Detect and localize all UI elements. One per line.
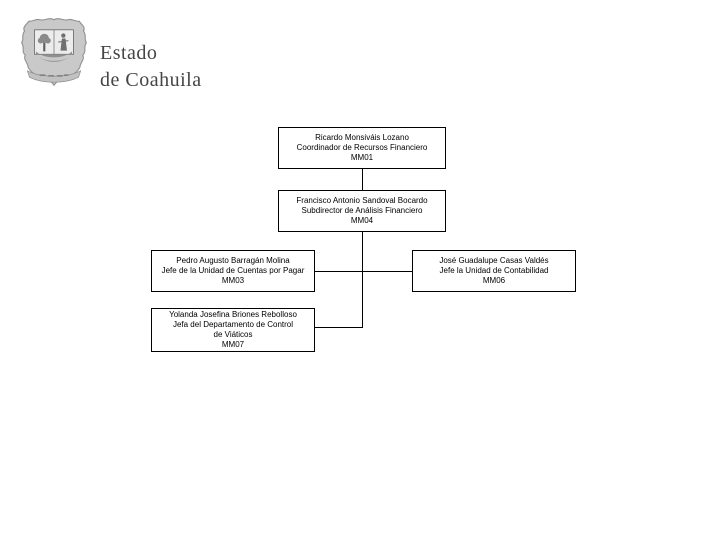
org-node-code: MM01: [350, 153, 374, 162]
org-node-mm04: Francisco Antonio Sandoval Bocardo Subdi…: [278, 190, 446, 232]
header: Estado de Coahuila: [14, 8, 274, 98]
org-node-title: Jefe de la Unidad de Cuentas por Pagar: [161, 266, 305, 275]
org-node-title: Jefa del Departamento de Control: [172, 320, 294, 329]
org-node-title: Coordinador de Recursos Financiero: [296, 143, 428, 152]
org-node-title: Subdirector de Análisis Financiero: [301, 206, 423, 215]
org-node-code: MM03: [221, 276, 245, 285]
state-title: Estado de Coahuila: [100, 40, 202, 94]
org-node-code: MM07: [221, 340, 245, 349]
org-node-mm01: Ricardo Monsiváis Lozano Coordinador de …: [278, 127, 446, 169]
org-node-code: MM06: [482, 276, 506, 285]
org-node-name: José Guadalupe Casas Valdés: [439, 256, 549, 265]
org-node-title2: de Viáticos: [213, 330, 253, 339]
org-node-mm07: Yolanda Josefina Briones Rebolloso Jefa …: [151, 308, 315, 352]
org-node-name: Pedro Augusto Barragán Molina: [176, 256, 290, 265]
coahuila-coat-of-arms-icon: [20, 18, 88, 87]
org-node-mm06: José Guadalupe Casas Valdés Jefe la Unid…: [412, 250, 576, 292]
connector-mm03-mm06: [315, 271, 413, 272]
org-node-title: Jefe la Unidad de Contabilidad: [439, 266, 549, 275]
org-node-name: Francisco Antonio Sandoval Bocardo: [296, 196, 428, 205]
connector-trunk-mm04: [362, 232, 363, 327]
connector-mm01-mm04: [362, 169, 363, 190]
org-node-name: Ricardo Monsiváis Lozano: [315, 133, 409, 142]
org-node-mm03: Pedro Augusto Barragán Molina Jefe de la…: [151, 250, 315, 292]
org-node-name: Yolanda Josefina Briones Rebolloso: [169, 310, 297, 319]
state-title-line2: de Coahuila: [100, 69, 202, 91]
state-title-line1: Estado: [100, 42, 158, 64]
connector-mm07: [315, 327, 363, 328]
org-node-code: MM04: [350, 216, 374, 225]
